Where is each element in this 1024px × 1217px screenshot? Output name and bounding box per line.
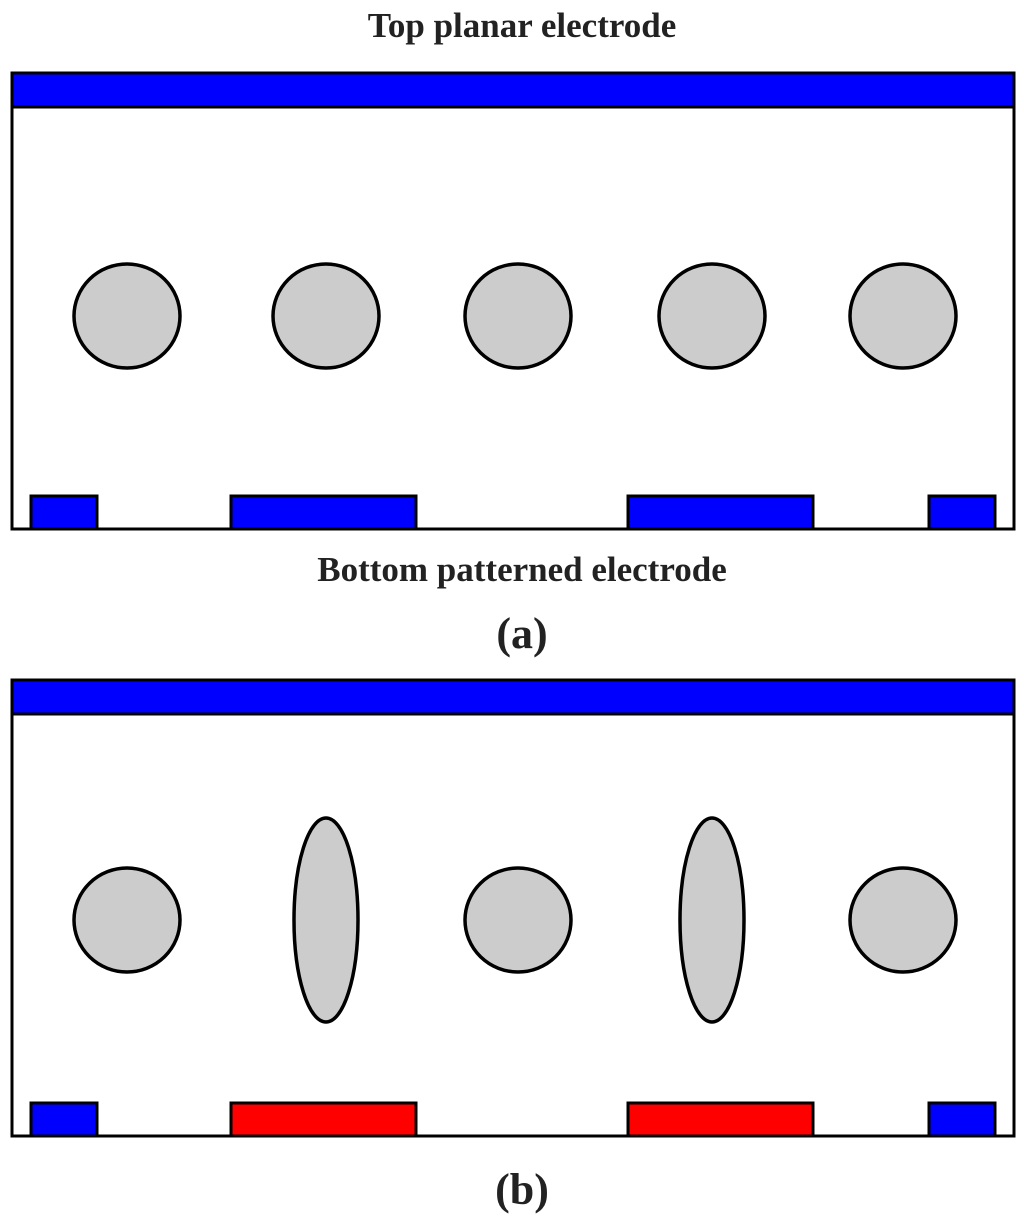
spherical-particle [72, 866, 182, 974]
spherical-particle [848, 866, 958, 974]
panel-b-label: (b) [495, 1165, 549, 1214]
bottom-electrode [927, 494, 997, 531]
top-planar-electrode [10, 678, 1016, 716]
top-planar-electrode [10, 71, 1016, 109]
bottom-electrode [29, 1101, 99, 1138]
panel-b [10, 678, 1016, 1138]
bottom-electrode-label: Bottom patterned electrode [317, 550, 727, 589]
bottom-electrode [229, 494, 418, 531]
panel-a [10, 71, 1016, 531]
bottom-electrode [626, 494, 815, 531]
bottom-electrode-active [229, 1101, 418, 1138]
bottom-electrode-active [626, 1101, 815, 1138]
top-electrode-label: Top planar electrode [367, 6, 677, 45]
spherical-particle [657, 262, 767, 370]
bottom-electrode [927, 1101, 997, 1138]
bottom-electrode [29, 494, 99, 531]
spherical-particle [271, 262, 381, 370]
panel-a-label: (a) [496, 609, 548, 658]
spherical-particle [463, 866, 573, 974]
spherical-particle [848, 262, 958, 370]
elongated-particle [292, 816, 360, 1024]
spherical-particle [463, 262, 573, 370]
spherical-particle [72, 262, 182, 370]
elongated-particle [678, 816, 746, 1024]
